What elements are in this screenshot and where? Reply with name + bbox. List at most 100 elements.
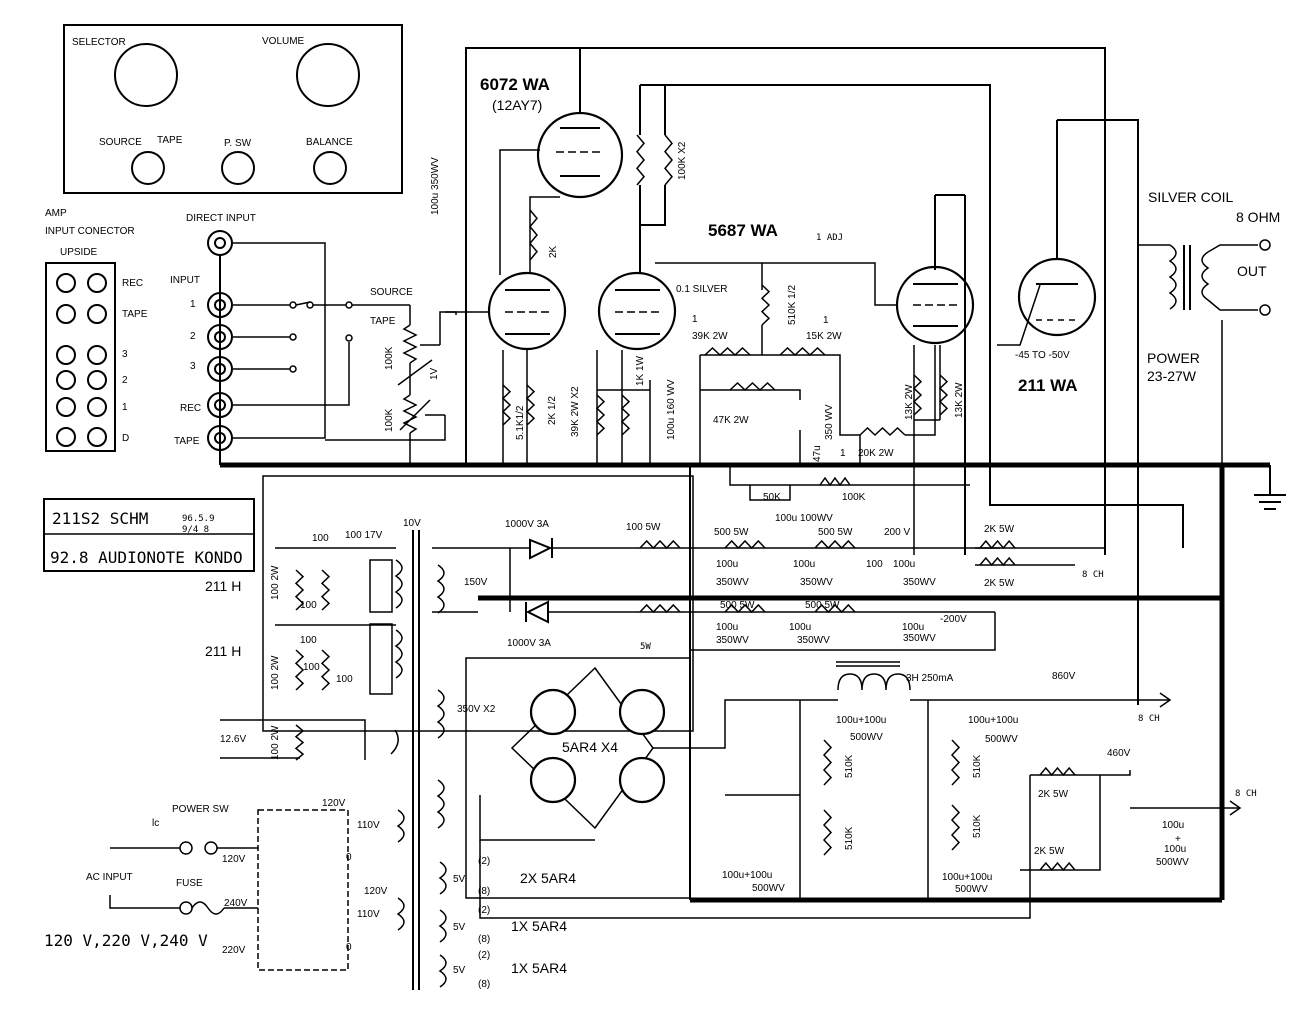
r-15k-2w: 15K 2W [806,331,842,342]
diode-2: 1000V 3A [507,638,551,649]
n2-a: (2) [478,856,490,867]
resistor [639,603,681,614]
v110-a: 110V [357,820,380,831]
v110-b: 110V [357,909,380,920]
cap-a2: 500WV [850,732,883,743]
resistor [294,569,305,611]
input-connector: AMP INPUT CONECTOR UPSIDE REC TAPE 3 2 1… [45,208,148,452]
cap-d2: 500WV [955,884,988,895]
connector-title-2: INPUT CONECTOR [45,226,135,237]
r-100-5w: 100 5W [626,522,661,533]
cap-e1: 100u [1162,820,1184,831]
r-2k-5w-c: 2K 5W [1038,789,1069,800]
connector-row-1: 1 [122,402,128,413]
connector-pin [87,397,107,417]
tube-5687: 5687 WA [597,221,778,351]
cap-d: 100u+100u [942,872,992,883]
r100-a: 100 [312,533,329,544]
r100-f: 100 [336,674,353,685]
pot1-note: 1V [429,367,440,380]
x1-5ar4-a: 1X 5AR4 [511,918,567,934]
x2-5ar4: 2X 5AR4 [520,870,576,886]
source-switch-label: SOURCE [370,287,413,298]
connector-pin [87,345,107,365]
heater-5v-a: 5V [453,874,466,885]
r-100-g: 100 [866,559,883,570]
resistor [779,346,826,357]
connector-pin [87,427,107,447]
connector-pin [87,304,107,324]
adj-label: 1 ADJ [816,233,843,243]
r510-c: 510K [972,754,983,778]
c-350wv-e: 350WV [797,635,830,646]
tube-6072-name: 6072 WA [480,75,550,94]
resistor [525,384,536,426]
input-section: DIRECT INPUT INPUT 1 2 3 REC TAPE SOURCE… [170,213,457,465]
power-switch-knob [221,151,255,185]
resistor [729,381,776,392]
tube-5687-name: 5687 WA [708,221,778,240]
x1-5ar4-b: 1X 5AR4 [511,960,567,976]
input-label: INPUT [170,275,200,286]
cap-b2: 500WV [985,734,1018,745]
v120-a: 120V [322,798,346,809]
mains-voltages: 120 V,220 V,240 V [44,931,208,950]
c-100u-a: 100u [716,559,738,570]
volume-knob [296,43,360,107]
one-c: 1 [840,448,846,459]
heater-211-b: 211 H [205,643,241,659]
resistor [760,284,771,326]
input-1-label: 1 [190,299,196,310]
tube-6072: 6072 WA (12AY7) [480,75,624,199]
connector-pin [56,273,76,293]
v0-b: 0 [346,942,352,953]
resistor [704,346,751,357]
c-100u-160wv: 100u 160 WV [666,379,677,440]
r-20k-2w: 20K 2W [858,448,894,459]
c-100u-b: 100u [793,559,815,570]
v120-b: 120V [222,854,246,865]
title-block: 211S2 SCHM 92.8 AUDIONOTE KONDO 96.5.9 9… [43,498,255,572]
connector-side: UPSIDE [60,247,98,258]
tube-211: 211 WA [1017,120,1097,395]
c-100u-d: 100u [716,622,738,633]
c-350wv-c: 350WV [903,577,936,588]
source-label: SOURCE [99,137,142,148]
c-350wv-f: 350WV [903,633,936,644]
one-a: 1 [692,314,698,325]
silver-coil-label: SILVER COIL [1148,189,1234,205]
r-100k-x2: 100K X2 [677,141,688,180]
ch-c: 8 CH [1235,789,1257,799]
diode-1: 1000V 3A [505,519,549,530]
connector-row-2: 2 [122,375,128,386]
rec-label: REC [180,403,201,414]
ch-a: 8 CH [1082,570,1104,580]
connector-pin [87,273,107,293]
resistor [724,539,766,550]
amp-labels: 100u 350WV 2K 100K X2 5.1K1/2 2K 1/2 39K… [430,141,1070,524]
r100-2w-b: 100 2W [270,655,281,690]
resistor [938,374,949,416]
resistor [950,804,961,851]
r100-c: 100 [300,600,317,611]
resistor [724,603,766,614]
r-5-1k: 5.1K1/2 [515,405,526,440]
choke-label: 3H 250mA [906,673,954,684]
r-500-a: 500 5W [714,527,749,538]
connector-row-rec: REC [122,278,143,289]
heater-5v-b: 5V [453,922,466,933]
rca-jack [207,230,233,256]
hv-supply: 150V 1000V 3A 1000V 3A 100 5W 5W 500 5W … [432,519,1105,652]
r-2k-half: 2K 1/2 [547,396,558,425]
r-47k-2w: 47K 2W [713,415,749,426]
r-100k: 100K [842,492,866,503]
c-100u-e: 100u [789,622,811,633]
rect-label: 5AR4 X4 [562,739,618,755]
cap-c2: 500WV [752,883,785,894]
v0-a: 0 [346,852,352,863]
amp-resistors [294,134,1076,872]
balance-label: BALANCE [306,137,353,148]
c-350wv: 350 WV [824,404,835,440]
connector-pin [56,397,76,417]
